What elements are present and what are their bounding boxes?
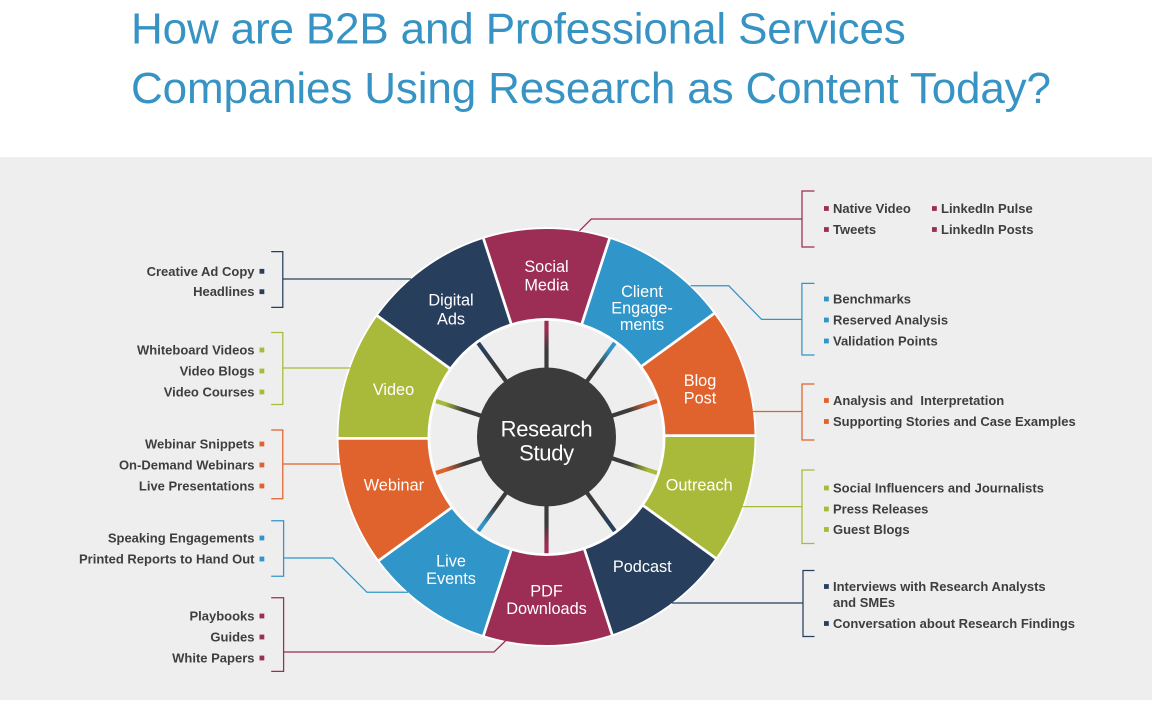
svg-text:Downloads: Downloads — [506, 600, 587, 618]
svg-text:Tweets: Tweets — [833, 222, 876, 237]
svg-text:Blog: Blog — [684, 372, 717, 390]
svg-text:Client: Client — [621, 283, 663, 301]
svg-text:Native Video: Native Video — [833, 201, 911, 216]
svg-text:and SMEs: and SMEs — [833, 595, 895, 610]
svg-text:Interviews with Research Analy: Interviews with Research Analysts — [833, 579, 1046, 594]
svg-text:Analysis and Interpretation: Analysis and Interpretation — [833, 393, 1004, 408]
svg-text:Outreach: Outreach — [666, 477, 733, 495]
svg-text:Validation Points: Validation Points — [833, 334, 938, 349]
svg-text:Webinar: Webinar — [364, 477, 425, 495]
svg-text:Post: Post — [684, 390, 717, 408]
svg-text:Study: Study — [519, 441, 574, 466]
svg-text:LinkedIn Pulse: LinkedIn Pulse — [941, 201, 1033, 216]
svg-text:Playbooks: Playbooks — [189, 609, 254, 624]
svg-text:Social: Social — [524, 258, 568, 276]
svg-text:Conversation about Research Fi: Conversation about Research Findings — [833, 616, 1075, 631]
svg-text:Guides: Guides — [210, 630, 254, 645]
svg-text:Video Courses: Video Courses — [164, 385, 255, 400]
svg-text:Media: Media — [524, 277, 569, 295]
svg-text:Engage-: Engage- — [611, 300, 673, 318]
svg-text:On-Demand Webinars: On-Demand Webinars — [119, 458, 255, 473]
svg-text:Video: Video — [373, 381, 414, 399]
svg-text:Video Blogs: Video Blogs — [180, 364, 255, 379]
svg-text:ments: ments — [620, 316, 664, 334]
svg-text:Guest Blogs: Guest Blogs — [833, 522, 910, 537]
svg-text:PDF: PDF — [530, 583, 563, 601]
svg-text:Live Presentations: Live Presentations — [139, 479, 255, 494]
svg-text:Ads: Ads — [437, 311, 465, 329]
svg-text:Companies Using Research as Co: Companies Using Research as Content Toda… — [131, 64, 1051, 113]
svg-text:Press Releases: Press Releases — [833, 502, 928, 517]
svg-text:Supporting Stories and Case Ex: Supporting Stories and Case Examples — [833, 414, 1076, 429]
svg-text:Podcast: Podcast — [613, 558, 672, 576]
svg-text:Social Influencers and Journal: Social Influencers and Journalists — [833, 481, 1044, 496]
svg-text:Creative Ad Copy: Creative Ad Copy — [147, 264, 256, 279]
svg-text:Whiteboard Videos: Whiteboard Videos — [137, 343, 255, 358]
svg-text:Reserved Analysis: Reserved Analysis — [833, 313, 948, 328]
svg-text:Live: Live — [436, 553, 466, 571]
svg-text:Headlines: Headlines — [193, 284, 254, 299]
svg-text:Printed Reports to Hand Out: Printed Reports to Hand Out — [79, 552, 255, 567]
svg-text:How are B2B and Professional S: How are B2B and Professional Services — [131, 5, 906, 54]
svg-text:Events: Events — [426, 570, 476, 588]
svg-text:Speaking Engagements: Speaking Engagements — [108, 531, 255, 546]
svg-text:LinkedIn Posts: LinkedIn Posts — [941, 222, 1033, 237]
svg-text:Webinar Snippets: Webinar Snippets — [145, 437, 255, 452]
svg-text:White Papers: White Papers — [172, 651, 254, 666]
svg-text:Research: Research — [501, 417, 593, 442]
svg-text:Digital: Digital — [428, 292, 473, 310]
svg-text:Benchmarks: Benchmarks — [833, 292, 911, 307]
